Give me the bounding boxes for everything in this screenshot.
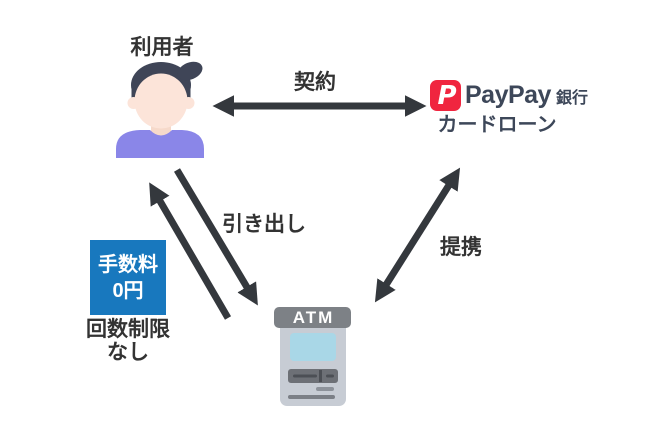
fee-badge: 手数料 0円 [90, 240, 166, 315]
cardloan-label: カードローン [437, 114, 557, 136]
atm-slot-divider [319, 370, 322, 382]
contract-label: 契約 [294, 71, 336, 94]
paypay-bank-suffix: 銀行 [555, 90, 588, 107]
withdrawal-arrow-down [173, 168, 258, 306]
atm-slot-line [293, 374, 317, 378]
paypay-logo-mark: P [430, 80, 461, 111]
face-shape [134, 73, 188, 129]
atm-icon: ATM [274, 307, 351, 406]
withdrawal-arrow-up [149, 182, 232, 320]
partnership-label: 提携 [440, 236, 482, 259]
fee-badge-line1: 手数料 [98, 253, 158, 276]
relation-arrows [149, 95, 461, 320]
user-icon [116, 61, 204, 158]
limit-note-line1: 回数制限 [86, 318, 170, 341]
withdrawal-label: 引き出し [222, 213, 306, 236]
fee-badge-line2: 0円 [112, 279, 144, 302]
torso-shape [116, 130, 204, 158]
user-label: 利用者 [130, 36, 194, 59]
partnership-arrow [374, 167, 461, 303]
paypay-logo-letter: P [437, 81, 456, 111]
atm-bottom-line [288, 395, 335, 399]
atm-sign [274, 307, 351, 328]
atm-slot-dash [326, 374, 334, 378]
paypay-brand-text: PayPay [465, 81, 551, 109]
atm-receipt-dash [316, 387, 334, 391]
paypay-logo-tile [430, 80, 461, 111]
limit-note: 回数制限 なし [77, 318, 179, 364]
atm-sign-label: ATM [293, 308, 335, 327]
paypay-wordmark: PayPay 銀行 [465, 81, 588, 110]
hair-quiff [177, 61, 203, 81]
atm-screen [290, 333, 336, 361]
limit-note-line2: なし [107, 341, 149, 364]
